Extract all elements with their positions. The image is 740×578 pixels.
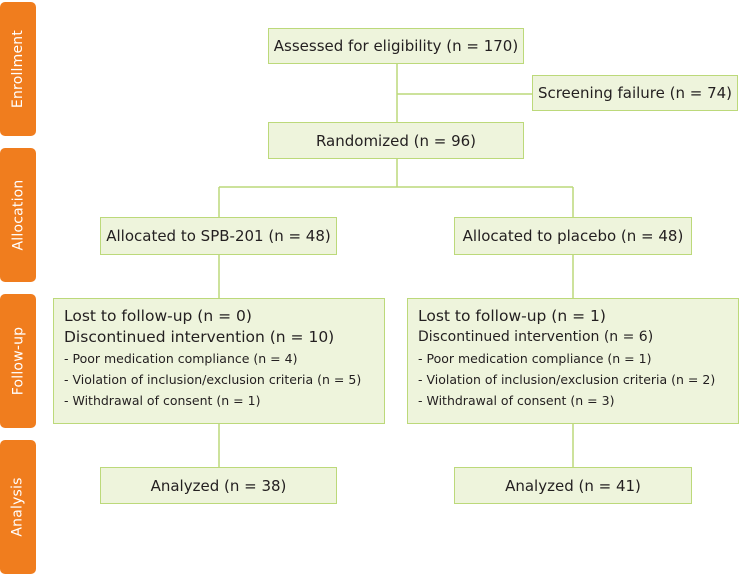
screening-failure-box: Screening failure (n = 74)	[532, 75, 738, 111]
analyzed-placebo-text: Analyzed (n = 41)	[505, 476, 641, 495]
allocated-spb201-text: Allocated to SPB-201 (n = 48)	[106, 227, 331, 245]
analyzed-placebo-box: Analyzed (n = 41)	[454, 467, 692, 504]
randomized-text: Randomized (n = 96)	[315, 131, 477, 150]
allocated-spb201-box: Allocated to SPB-201 (n = 48)	[100, 217, 337, 255]
assessed-box: Assessed for eligibility (n = 170)	[268, 28, 524, 64]
phase-label-analysis-text: Analysis	[10, 477, 27, 537]
followup-spb201-lost: Lost to follow-up (n = 0)	[64, 307, 252, 325]
analyzed-spb201-text: Analyzed (n = 38)	[150, 476, 287, 495]
allocated-placebo-text: Allocated to placebo (n = 48)	[462, 227, 684, 245]
assessed-text: Assessed for eligibility (n = 170)	[273, 37, 519, 55]
followup-spb201-reason: - Violation of inclusion/exclusion crite…	[64, 372, 362, 387]
phase-label-enrollment-text: Enrollment	[10, 29, 26, 109]
phase-label-enrollment: Enrollment	[0, 2, 36, 136]
followup-placebo-reason: - Withdrawal of consent (n = 3)	[418, 393, 615, 408]
screening-failure-text: Screening failure (n = 74)	[537, 84, 733, 102]
phase-label-follow-up-text: Follow-up	[10, 326, 26, 396]
followup-placebo-lost: Lost to follow-up (n = 1)	[418, 307, 606, 325]
followup-placebo-discontinued: Discontinued intervention (n = 6)	[418, 329, 654, 345]
followup-placebo-box: Lost to follow-up (n = 1) Discontinued i…	[407, 298, 739, 424]
analyzed-spb201-box: Analyzed (n = 38)	[100, 467, 337, 504]
randomized-box: Randomized (n = 96)	[268, 122, 524, 159]
phase-label-allocation: Allocation	[0, 148, 36, 282]
allocated-placebo-box: Allocated to placebo (n = 48)	[454, 217, 692, 255]
followup-spb201-discontinued: Discontinued intervention (n = 10)	[64, 328, 335, 346]
followup-spb201-box: Lost to follow-up (n = 0) Discontinued i…	[53, 298, 385, 424]
followup-placebo-reason: - Poor medication compliance (n = 1)	[418, 351, 652, 366]
phase-label-analysis: Analysis	[0, 440, 36, 574]
followup-spb201-reason: - Poor medication compliance (n = 4)	[64, 351, 298, 366]
phase-label-allocation-text: Allocation	[10, 179, 27, 251]
followup-placebo-reason: - Violation of inclusion/exclusion crite…	[418, 372, 716, 387]
phase-label-follow-up: Follow-up	[0, 294, 36, 428]
followup-spb201-reason: - Withdrawal of consent (n = 1)	[64, 393, 261, 408]
